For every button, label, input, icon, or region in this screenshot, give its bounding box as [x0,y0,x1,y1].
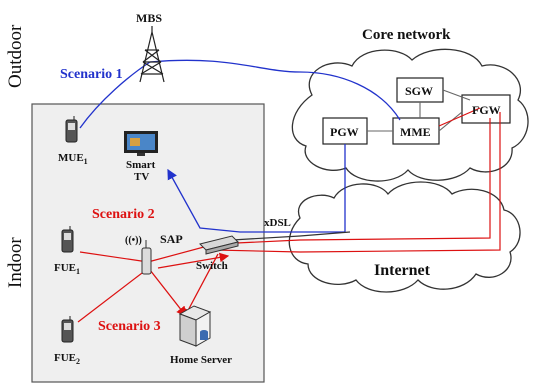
internet-label: Internet [374,262,431,279]
switch-icon [199,235,239,255]
indoor-label: Indoor [5,237,26,288]
home-server-icon [178,305,212,347]
mue-phone-icon [65,116,78,143]
mue-label: MUE1 [58,152,88,166]
scenario3-fue2-link [77,269,147,323]
sap-router-icon [141,240,152,275]
sgw-label: SGW [405,84,433,98]
mme-label: MME [400,125,431,139]
xdsl-label: xDSL [264,217,291,229]
scenario2-switch-server [183,253,219,320]
smart-tv-icon [124,131,158,156]
internet-cloud [288,181,521,293]
fgw-label: FGW [472,103,501,117]
fue2-phone-icon [61,316,74,343]
outdoor-label: Outdoor [5,24,26,88]
mbs-tower-icon [139,26,165,83]
scenario1-label: Scenario 1 [60,67,123,82]
mbs-label: MBS [136,11,162,25]
xdsl-link [231,231,351,241]
scenario3-label: Scenario 3 [98,319,161,334]
scenario2-fue1-link [79,251,149,263]
fue2-label: FUE2 [54,352,80,366]
fue1-label: FUE1 [54,262,80,276]
scenario1-path-core [149,59,401,121]
scenario1-path-indoor [167,144,346,233]
sap-label: SAP [160,232,183,246]
core-network-cloud [291,48,529,182]
switch-label: Switch [196,260,228,272]
scenario2-path [147,118,491,263]
scenario2-return-path [214,112,501,253]
pgw-label: PGW [330,125,359,139]
scenario2-fgw-mme [438,107,481,127]
scenario2-label: Scenario 2 [92,207,155,222]
scenario3-sap-server [149,269,187,318]
sap-waves-icon: ((•)) [125,235,142,246]
fue1-phone-icon [61,226,74,253]
home-server-label: Home Server [170,354,232,366]
smart-tv-label-line1: Smart [126,159,156,171]
smart-tv-label-line2: TV [134,171,149,183]
core-network-label: Core network [362,27,451,43]
